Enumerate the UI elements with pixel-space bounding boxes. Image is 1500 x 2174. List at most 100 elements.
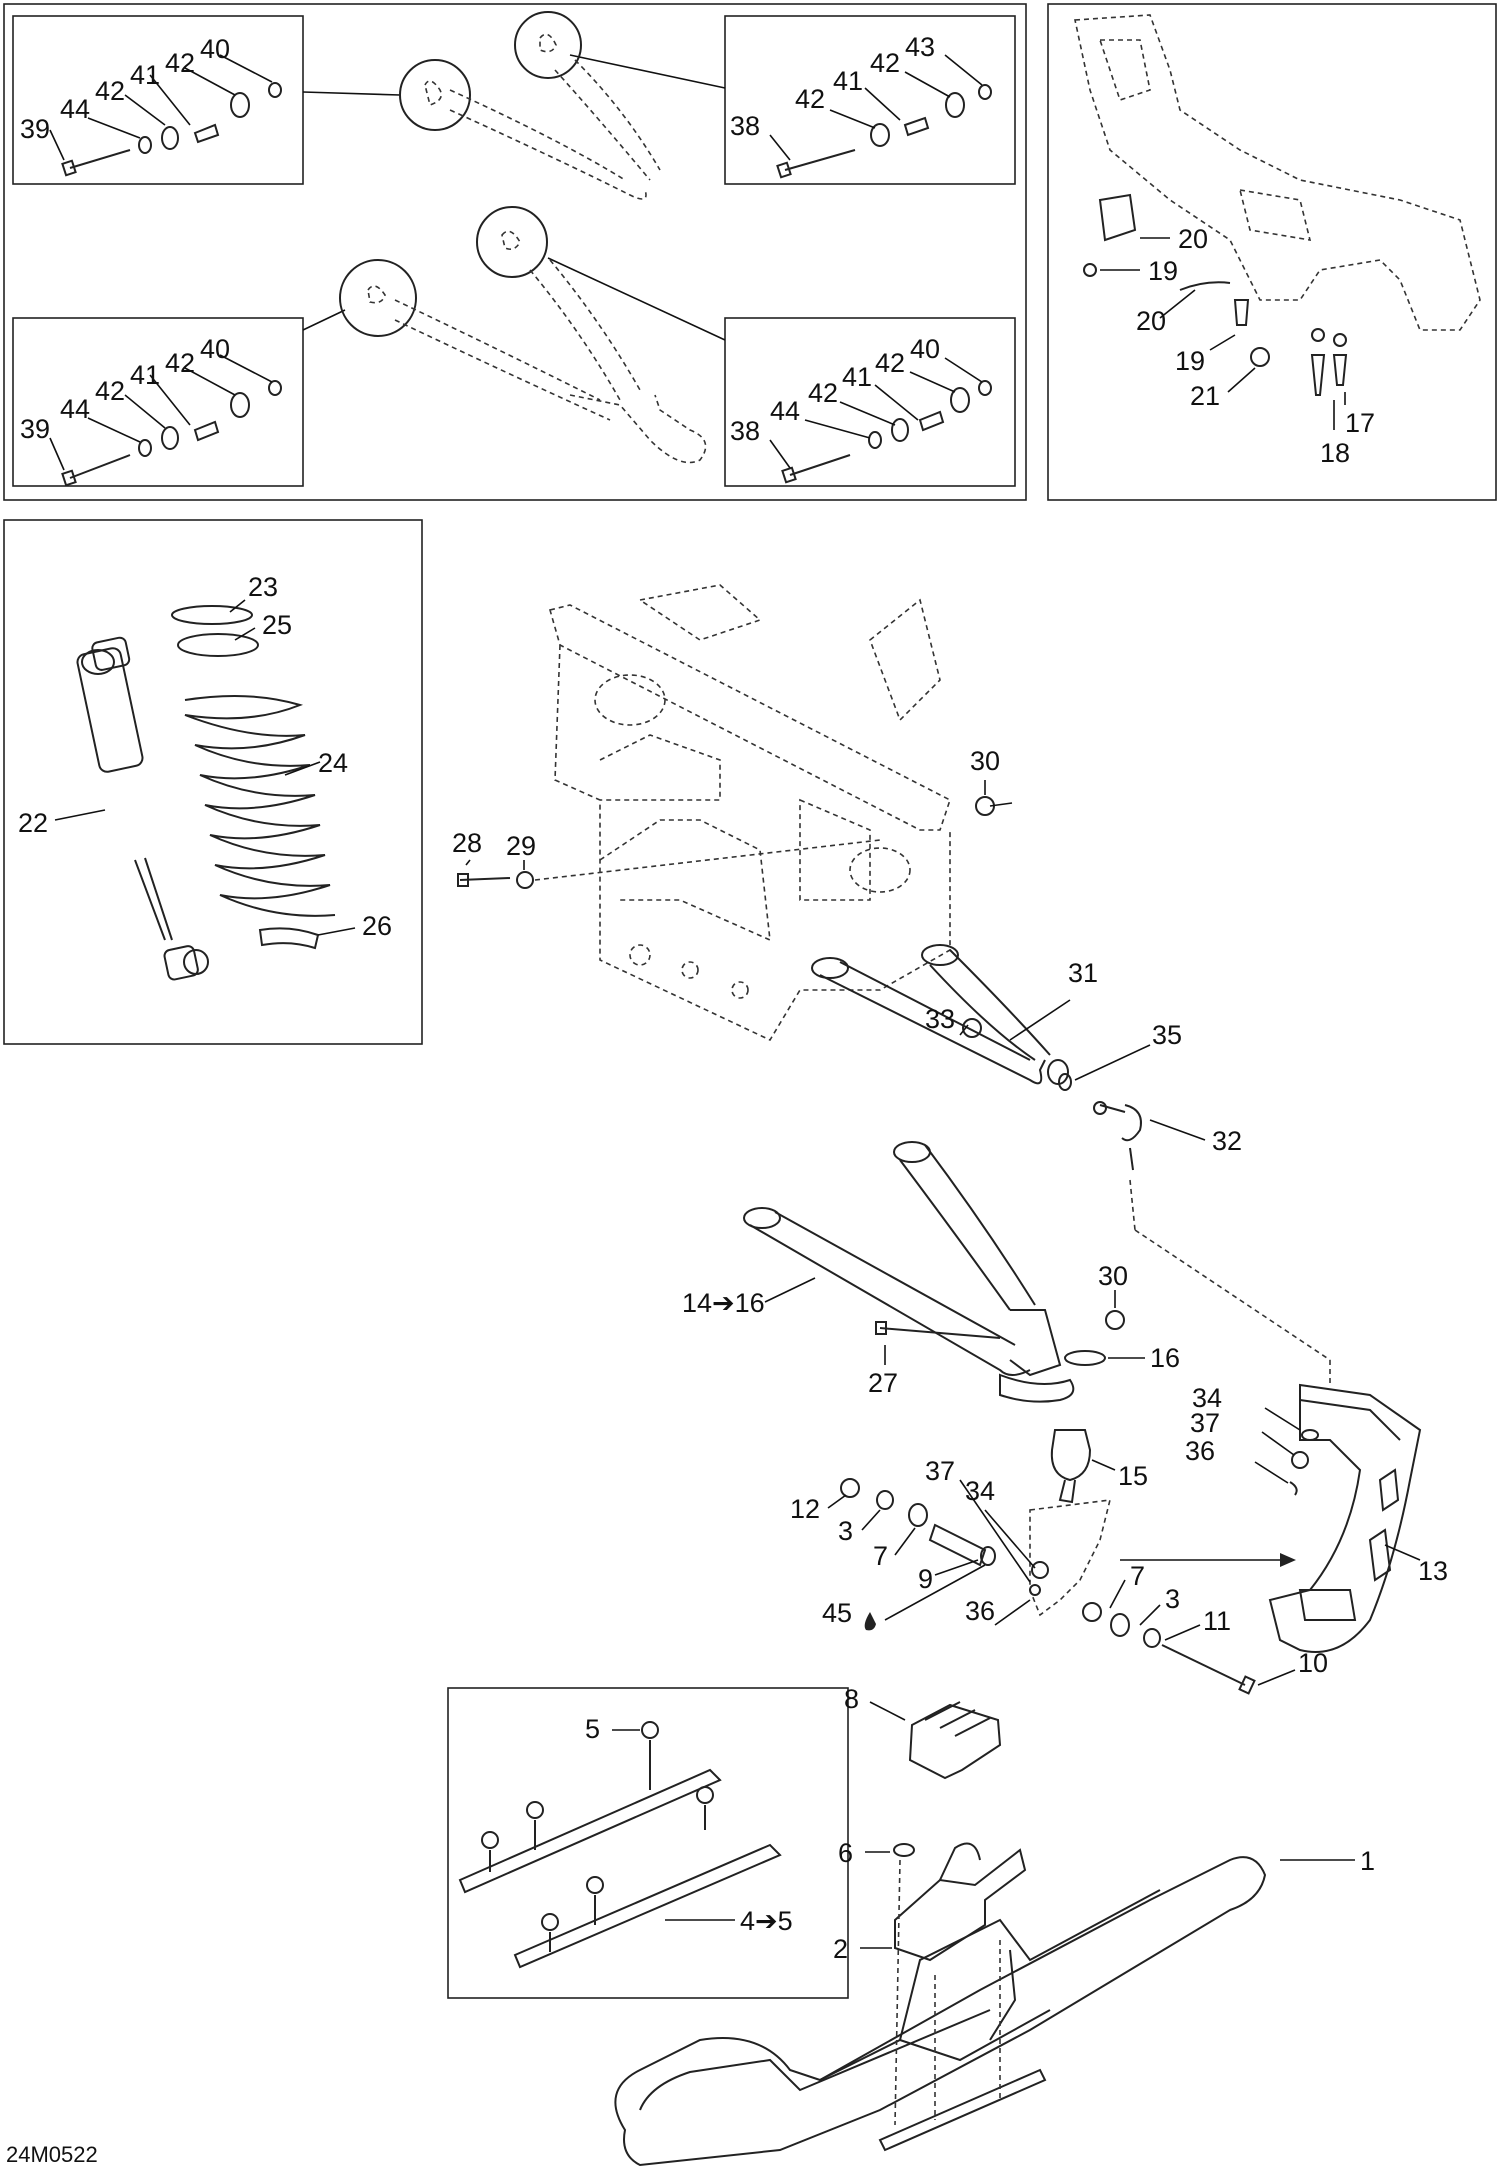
callout-b2-42b: 42: [870, 48, 900, 78]
callout-b3-44: 44: [60, 394, 90, 424]
callout-9: 9: [918, 1564, 933, 1594]
callout-b4-42a: 42: [808, 378, 838, 408]
lower-a-arm: 16 14➔16 27 30: [682, 1141, 1180, 1403]
callout-32: 32: [1212, 1126, 1242, 1156]
callout-b3-41: 41: [130, 360, 160, 390]
ski-mount-bracket: [894, 1848, 1027, 1962]
drawing-code: 24M0522: [6, 2142, 98, 2167]
inset-hardware-lower-left: [61, 380, 282, 487]
frame-mount-hardware: 28 29 30: [452, 746, 1013, 889]
spring-seat: [177, 633, 259, 657]
callout-26: 26: [362, 911, 392, 941]
callout-20b: 20: [1136, 306, 1166, 336]
callout-b1-39: 39: [20, 114, 50, 144]
callout-7b: 7: [1130, 1561, 1145, 1591]
callout-4-5: 4➔5: [740, 1906, 793, 1936]
ball-joint-15: 15: [1050, 1429, 1148, 1504]
callout-34b: 34: [1192, 1383, 1222, 1413]
callout-b1-42a: 42: [95, 76, 125, 106]
stopper-detail-panel: 20 19 20 19 21 17 18: [1047, 3, 1497, 501]
callout-30b: 30: [1098, 1261, 1128, 1291]
callout-19a: 19: [1148, 256, 1178, 286]
callout-b2-41: 41: [833, 66, 863, 96]
callout-23: 23: [248, 572, 278, 602]
callout-24: 24: [318, 748, 348, 778]
callout-36a: 36: [965, 1596, 995, 1626]
callout-34a: 34: [965, 1476, 995, 1506]
a-arm-bushing-panel: 39 44 42 41 42 40 38 42 41 42 43 39 44 4…: [3, 3, 1027, 501]
inset-box-upper-left: [12, 15, 304, 185]
callout-3a: 3: [838, 1516, 853, 1546]
runner-inset: 5 4➔5: [447, 1687, 849, 1999]
inset-hardware-upper-right: [776, 84, 992, 179]
callout-10: 10: [1298, 1648, 1328, 1678]
callout-7a: 7: [873, 1541, 888, 1571]
spindle: [1029, 1499, 1296, 1617]
front-frame: [549, 584, 951, 1042]
callout-13: 13: [1418, 1556, 1448, 1586]
upper-a-arm-outline: [399, 11, 661, 200]
callout-b1-41: 41: [130, 60, 160, 90]
callout-37a: 37: [925, 1456, 955, 1486]
callout-8: 8: [844, 1684, 859, 1714]
callout-b4-38: 38: [730, 416, 760, 446]
callout-29: 29: [506, 831, 536, 861]
panel-frame: [3, 3, 1027, 501]
callout-2: 2: [833, 1934, 848, 1964]
spring-cup: [171, 605, 253, 625]
shock-detail-panel: 22 23 25 24 26: [3, 519, 423, 1045]
carbide-runner-lower: [513, 1843, 782, 1969]
callout-b3-40: 40: [200, 334, 230, 364]
callout-22: 22: [18, 808, 48, 838]
callout-12: 12: [790, 1494, 820, 1524]
callout-b1-44: 44: [60, 94, 90, 124]
callout-b3-42b: 42: [165, 348, 195, 378]
callout-b2-42a: 42: [795, 84, 825, 114]
stopper-plate: [1098, 193, 1137, 242]
spindle-bolt-hardware: 12 3 7 9 34 37 36 45 7 3 11 10: [790, 1456, 1328, 1695]
callout-27: 27: [868, 1368, 898, 1398]
coil-spring: [184, 695, 336, 917]
ski-bumper-8: [908, 1703, 1002, 1780]
callout-b3-39: 39: [20, 414, 50, 444]
panel-frame-shock: [3, 519, 423, 1045]
inset-callouts: 39 44 42 41 42 40 38 42 41 42 43 39 44 4…: [20, 32, 983, 471]
callout-33: 33: [925, 1004, 955, 1034]
callout-14-16: 14➔16: [682, 1288, 765, 1318]
ball-joint-32: 32: [1093, 1101, 1331, 1385]
callout-b4-40: 40: [910, 334, 940, 364]
inset-box-upper-right: [724, 15, 1016, 185]
circlip-16: [1064, 1350, 1106, 1366]
callout-b1-40: 40: [200, 34, 230, 64]
ski-bracket-parts: 6 2 8: [833, 1684, 1027, 2126]
callout-1: 1: [1360, 1846, 1375, 1876]
callout-18: 18: [1320, 438, 1350, 468]
ski-leg: 13 34 37 36: [1185, 1383, 1448, 1653]
callout-6: 6: [838, 1838, 853, 1868]
stopper-strip: [1179, 281, 1231, 291]
callout-17: 17: [1345, 408, 1375, 438]
callout-25: 25: [262, 610, 292, 640]
callout-b4-44: 44: [770, 396, 800, 426]
carbide-runner-upper: [458, 1768, 722, 1894]
inset-hardware-lower-right: [781, 380, 992, 484]
callout-37b: 37: [1190, 1408, 1220, 1438]
runner-studs: [481, 1721, 714, 1952]
callout-15: 15: [1118, 1461, 1148, 1491]
runner-inset-frame: [447, 1687, 849, 1999]
callout-35: 35: [1152, 1020, 1182, 1050]
callout-19b: 19: [1175, 346, 1205, 376]
washer-6: [893, 1843, 915, 1857]
nut-33: [962, 1018, 982, 1038]
callout-28: 28: [452, 828, 482, 858]
inset-hardware-upper-left: [61, 82, 282, 177]
callout-16: 16: [1150, 1343, 1180, 1373]
callout-5: 5: [585, 1714, 600, 1744]
lower-a-arm-outline: [339, 206, 707, 464]
callout-b2-38: 38: [730, 111, 760, 141]
callout-b4-42b: 42: [875, 348, 905, 378]
adjuster-ring: [258, 927, 320, 950]
panel-frame-right: [1047, 3, 1497, 501]
callout-20a: 20: [1178, 224, 1208, 254]
